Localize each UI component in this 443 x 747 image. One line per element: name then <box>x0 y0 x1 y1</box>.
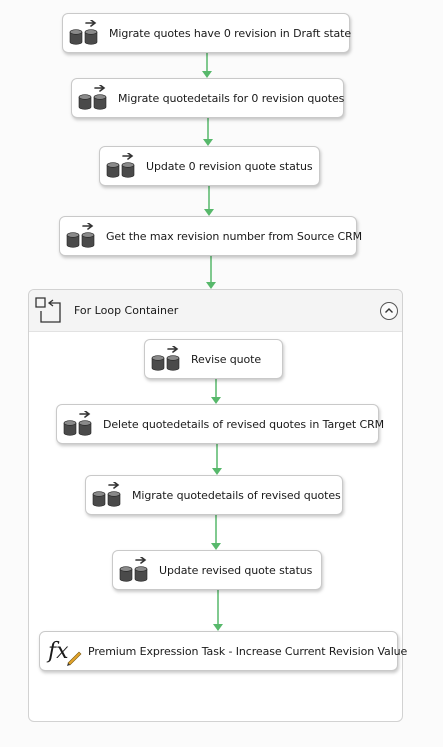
connector-2[interactable] <box>203 118 213 146</box>
task-label: Get the max revision number from Source … <box>106 229 363 243</box>
connector-4[interactable] <box>206 256 216 289</box>
task-label: Migrate quotedetails of revised quotes <box>132 488 341 502</box>
task-migrate-quotes-draft[interactable]: Migrate quotes have 0 revision in Draft … <box>62 13 352 53</box>
connector-1[interactable] <box>202 53 212 78</box>
data-flow-task-icon <box>119 557 151 583</box>
data-flow-task-icon <box>92 482 124 508</box>
task-revise-quote[interactable]: Revise quote <box>144 339 283 379</box>
chevron-up-icon <box>385 308 393 313</box>
connector-3[interactable] <box>204 186 214 216</box>
task-migrate-quotedetails-revised[interactable]: Migrate quotedetails of revised quotes <box>85 475 343 515</box>
task-label: Premium Expression Task - Increase Curre… <box>88 644 408 658</box>
data-flow-task-icon <box>69 20 101 46</box>
data-flow-task-icon <box>106 153 138 179</box>
task-update-zero-revision-status[interactable]: Update 0 revision quote status <box>99 146 320 186</box>
task-label: Migrate quotes have 0 revision in Draft … <box>109 26 352 40</box>
for-loop-icon <box>34 296 62 324</box>
collapse-button[interactable] <box>380 302 398 320</box>
task-migrate-quotedetails-zero[interactable]: Migrate quotedetails for 0 revision quot… <box>71 78 344 118</box>
container-header[interactable]: For Loop Container <box>29 290 402 332</box>
task-label: Update 0 revision quote status <box>146 159 313 173</box>
container-title: For Loop Container <box>74 304 179 317</box>
data-flow-task-icon <box>78 85 110 111</box>
task-label: Migrate quotedetails for 0 revision quot… <box>118 91 345 105</box>
data-flow-task-icon <box>66 223 98 249</box>
task-get-max-revision[interactable]: Get the max revision number from Source … <box>59 216 362 256</box>
expression-fx-icon: fx <box>46 635 82 667</box>
task-label: Update revised quote status <box>159 563 313 577</box>
data-flow-task-icon <box>63 411 95 437</box>
task-update-revised-status[interactable]: Update revised quote status <box>112 550 322 590</box>
data-flow-task-icon <box>151 346 183 372</box>
task-expression-increase-revision[interactable]: fx Premium Expression Task - Increase Cu… <box>39 631 407 671</box>
task-label: Revise quote <box>191 352 262 366</box>
task-label: Delete quotedetails of revised quotes in… <box>103 417 384 431</box>
svg-text:fx: fx <box>46 639 69 664</box>
task-delete-quotedetails-revised[interactable]: Delete quotedetails of revised quotes in… <box>56 404 384 444</box>
